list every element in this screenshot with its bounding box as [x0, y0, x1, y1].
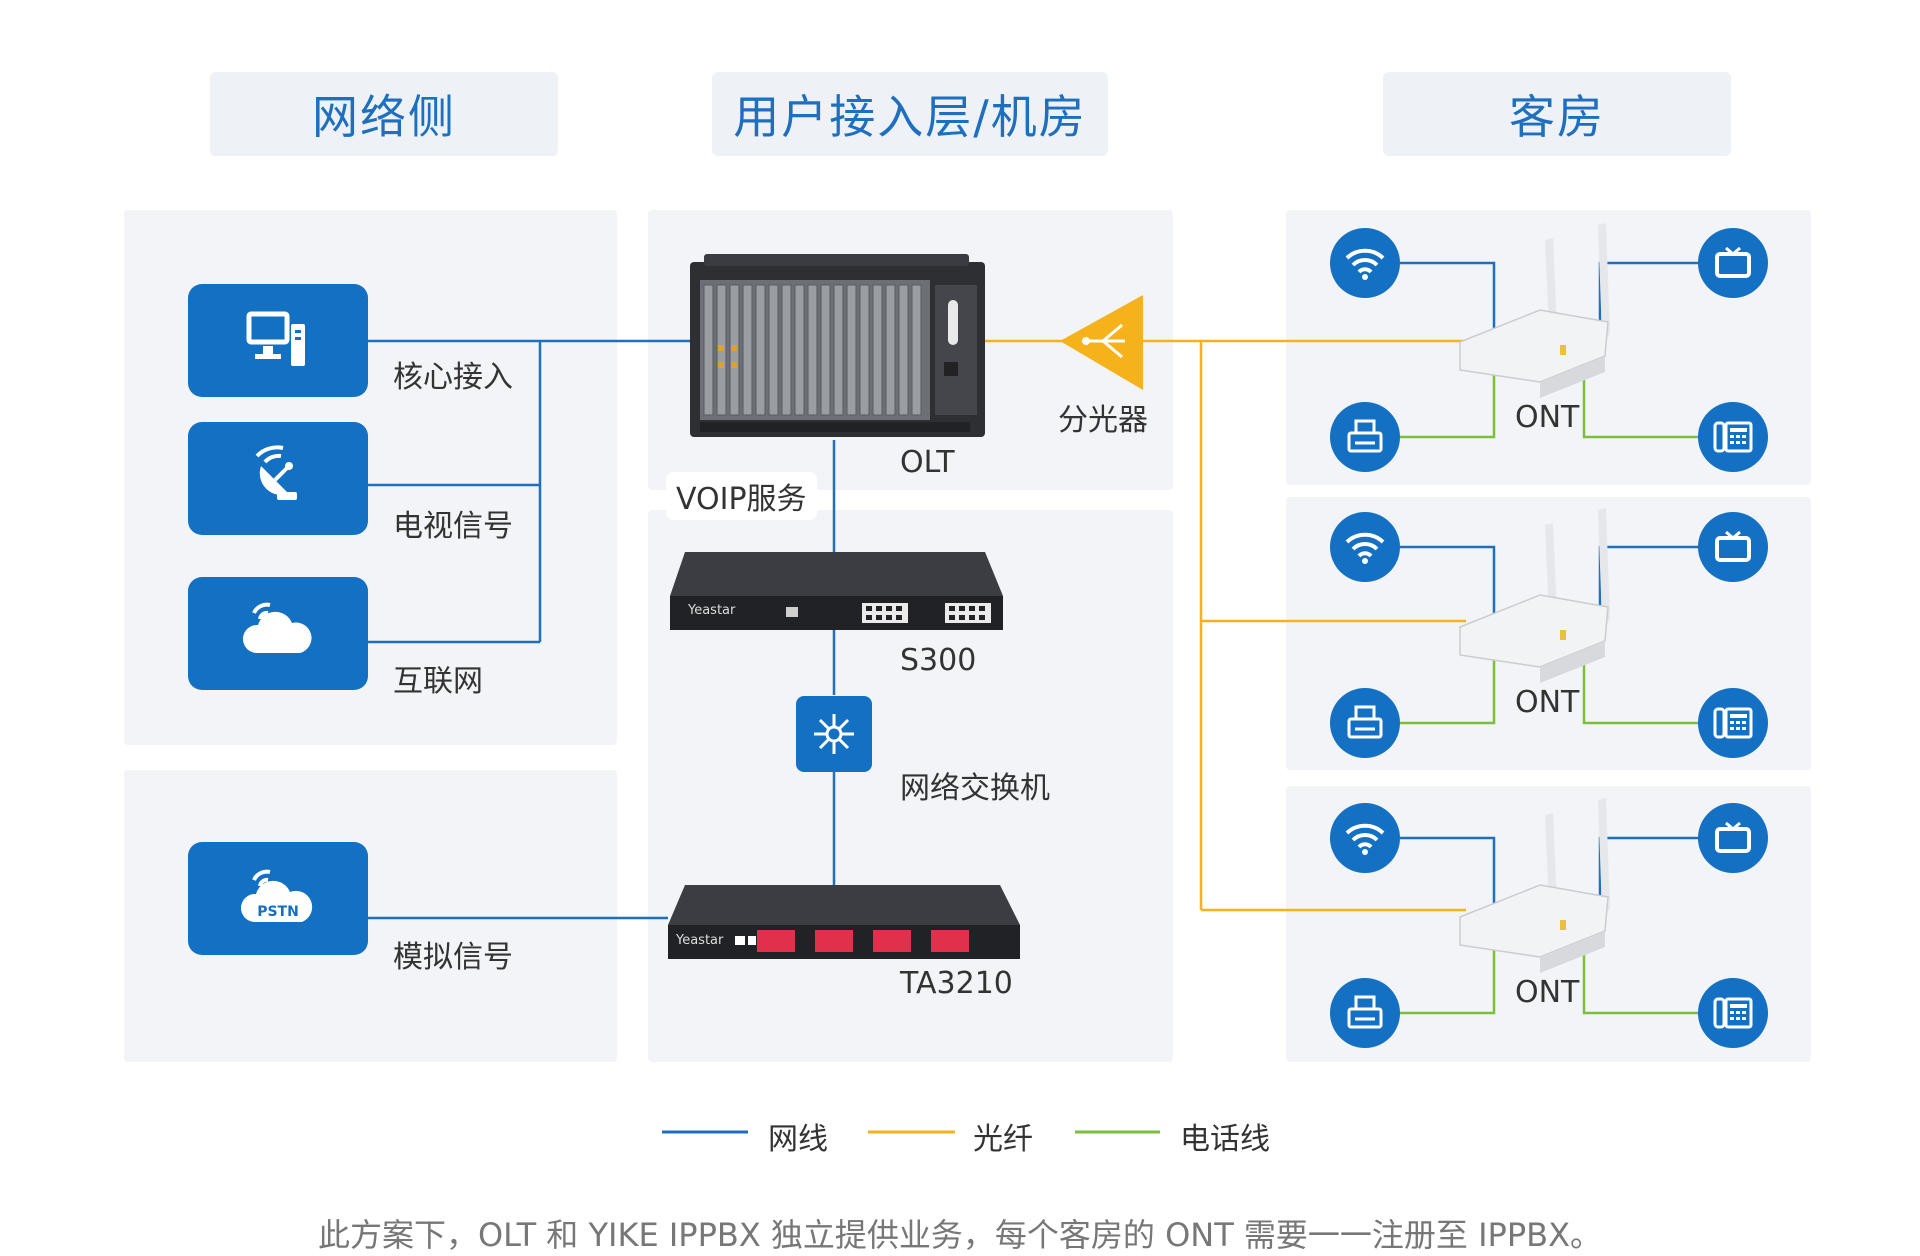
room1-wifi-line	[1400, 261, 1496, 345]
ta3210-brand-label: Yeastar	[676, 933, 724, 948]
s300-brand-label: Yeastar	[688, 603, 736, 618]
pstn-badge: PSTN	[257, 903, 299, 920]
olt-label: OLT	[900, 445, 955, 480]
room2-tv-line	[1598, 545, 1700, 630]
core-access-tile	[188, 284, 368, 397]
analog-signal-label: 模拟信号	[393, 940, 513, 975]
wifi-icon	[1330, 228, 1400, 298]
legend-fiber-label: 光纤	[973, 1122, 1033, 1157]
room3-phone-right	[1582, 935, 1700, 1015]
splitter-device	[1060, 295, 1143, 390]
room1-phone-right	[1582, 360, 1700, 439]
room1-tv-line	[1598, 261, 1700, 345]
fax-icon	[1330, 978, 1400, 1048]
olt-device	[690, 254, 985, 437]
ont-router-3	[1459, 798, 1610, 973]
header-access-layer: 用户接入层/机房	[712, 72, 1108, 156]
tv-icon	[1698, 228, 1768, 298]
ta3210-device	[668, 885, 1020, 959]
room2-phone-left	[1400, 645, 1496, 725]
ta3210-label: TA3210	[900, 966, 1013, 1001]
ont-router-1	[1459, 223, 1610, 398]
fax-icon	[1330, 402, 1400, 472]
fiber-lines	[985, 339, 1466, 912]
switch-label: 网络交换机	[900, 771, 1050, 806]
pstn-tile: PSTN	[188, 842, 368, 955]
wifi-icon	[1330, 512, 1400, 582]
s300-label: S300	[900, 643, 977, 678]
ont-label: ONT	[1515, 975, 1580, 1010]
header-rooms-label: 客房	[1509, 90, 1605, 144]
tv-icon	[1698, 512, 1768, 582]
phone-icon	[1698, 978, 1768, 1048]
phone-icon	[1698, 688, 1768, 758]
room3-tv-line	[1598, 836, 1700, 918]
header-network-side: 网络侧	[210, 72, 558, 156]
switch-device	[796, 696, 872, 772]
header-access-label: 用户接入层/机房	[733, 90, 1087, 144]
tv-signal-tile	[188, 422, 368, 535]
internet-label: 互联网	[393, 664, 483, 699]
splitter-label: 分光器	[1058, 403, 1148, 438]
voip-service-label: VOIP服务	[666, 472, 817, 520]
s300-device	[670, 552, 1003, 630]
phone-icon	[1698, 402, 1768, 472]
footnote: 此方案下，OLT 和 YIKE IPPBX 独立提供业务，每个客房的 ONT 需…	[317, 1216, 1603, 1254]
phone-lines	[1400, 360, 1700, 1015]
wifi-icon	[1330, 803, 1400, 873]
cloud-icon	[240, 597, 316, 671]
internet-tile	[188, 577, 368, 690]
ont-label: ONT	[1515, 685, 1580, 720]
pstn-cloud-icon: PSTN	[240, 864, 316, 934]
computer-icon	[243, 304, 313, 378]
tv-signal-label: 电视信号	[393, 509, 513, 544]
room2-wifi-line	[1400, 545, 1496, 630]
room3-phone-left	[1400, 935, 1496, 1015]
header-network-label: 网络侧	[312, 90, 456, 144]
room1-phone-left	[1400, 360, 1496, 439]
core-access-label: 核心接入	[393, 360, 513, 395]
satellite-dish-icon	[243, 442, 313, 516]
fax-icon	[1330, 688, 1400, 758]
room3-wifi-line	[1400, 836, 1496, 918]
room2-phone-right	[1582, 645, 1700, 725]
header-rooms: 客房	[1383, 72, 1731, 156]
legend-phone-label: 电话线	[1180, 1122, 1270, 1157]
ont-label: ONT	[1515, 400, 1580, 435]
ont-router-2	[1459, 508, 1610, 683]
legend-network-label: 网线	[768, 1122, 828, 1157]
tv-icon	[1698, 803, 1768, 873]
